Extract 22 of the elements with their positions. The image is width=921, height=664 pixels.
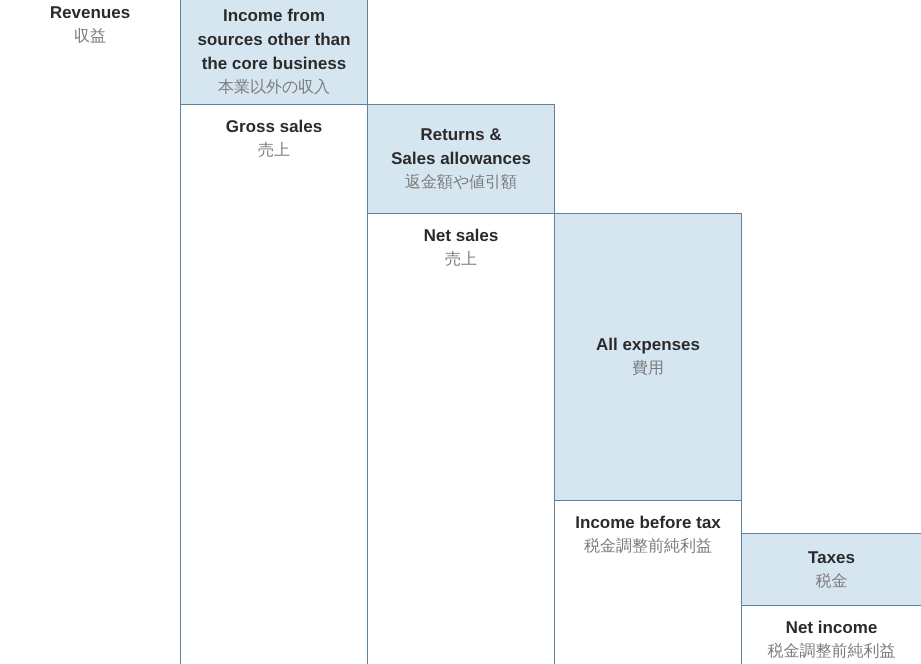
japanese-translation: 費用 bbox=[632, 358, 664, 379]
bar-title: Returns & Sales allowances bbox=[391, 124, 531, 170]
bar-title: Income before tax bbox=[575, 512, 721, 534]
shaded-bar bbox=[180, 0, 368, 105]
japanese-translation: 売上 bbox=[445, 250, 477, 270]
japanese-translation: 売上 bbox=[258, 140, 290, 161]
japanese-translation: 本業以外の収入 bbox=[218, 78, 330, 98]
shaded-bar bbox=[741, 533, 921, 606]
bar-title: Gross sales bbox=[226, 116, 322, 138]
bar-title: Income from sources other than the core business bbox=[197, 5, 351, 75]
japanese-translation: 収益 bbox=[74, 26, 106, 47]
bar-title: Net sales bbox=[424, 225, 498, 247]
japanese-translation: 税金 bbox=[816, 572, 848, 592]
shaded-bar bbox=[554, 213, 742, 501]
japanese-translation: 税金調整前純利益 bbox=[768, 642, 896, 662]
bar-title: Taxes bbox=[808, 546, 855, 568]
shaded-bar bbox=[367, 104, 555, 214]
bar-title: All expenses bbox=[596, 334, 700, 356]
column-heading: Revenues bbox=[50, 2, 130, 24]
japanese-translation: 税金調整前純利益 bbox=[584, 536, 712, 557]
bar-title: Net income bbox=[786, 617, 878, 639]
japanese-translation: 返金額や値引額 bbox=[405, 172, 517, 193]
